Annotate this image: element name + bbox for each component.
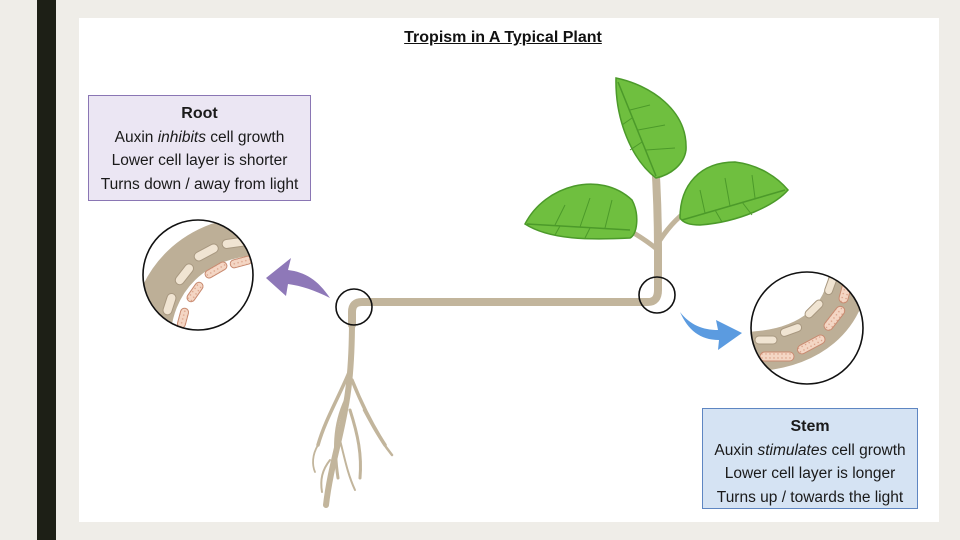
leaf-top — [615, 77, 687, 179]
stem-bend-marker — [638, 276, 676, 314]
slide-side-bar — [37, 0, 56, 540]
stem-line1-emphasis: stimulates — [757, 441, 828, 459]
root-line1-suffix: cell growth — [205, 128, 285, 146]
leaf-right — [679, 161, 789, 226]
root-cell-zoom — [142, 219, 254, 331]
root-box-heading: Root — [181, 105, 218, 122]
root-line1-prefix: Auxin — [114, 128, 158, 146]
plant-roots — [312, 317, 394, 508]
root-info-box: Root Auxin inhibits cell growth Lower ce… — [88, 95, 311, 201]
root-box-line-2: Lower cell layer is shorter — [111, 152, 288, 169]
root-box-line-3: Turns down / away from light — [100, 175, 299, 193]
root-box-line-1: Auxin inhibits cell growth — [89, 126, 310, 150]
diagram-title: Tropism in A Typical Plant — [404, 29, 602, 46]
stem-cell-zoom — [750, 271, 864, 385]
plant-stem — [348, 156, 662, 329]
root-line1-emphasis: inhibits — [157, 128, 206, 146]
stem-box-line-1: Auxin stimulates cell growth — [703, 439, 917, 463]
stem-line1-suffix: cell growth — [827, 441, 906, 459]
stem-box-line-3: Turns up / towards the light — [716, 488, 904, 506]
stem-box-heading: Stem — [790, 418, 830, 435]
stem-line1-prefix: Auxin — [714, 441, 758, 459]
stem-box-line-2: Lower cell layer is longer — [724, 465, 896, 482]
root-arrow — [266, 258, 330, 298]
stem-info-box: Stem Auxin stimulates cell growth Lower … — [702, 408, 918, 509]
stem-arrow — [680, 312, 742, 350]
root-bend-marker — [335, 288, 373, 326]
leaf-left — [524, 183, 638, 240]
